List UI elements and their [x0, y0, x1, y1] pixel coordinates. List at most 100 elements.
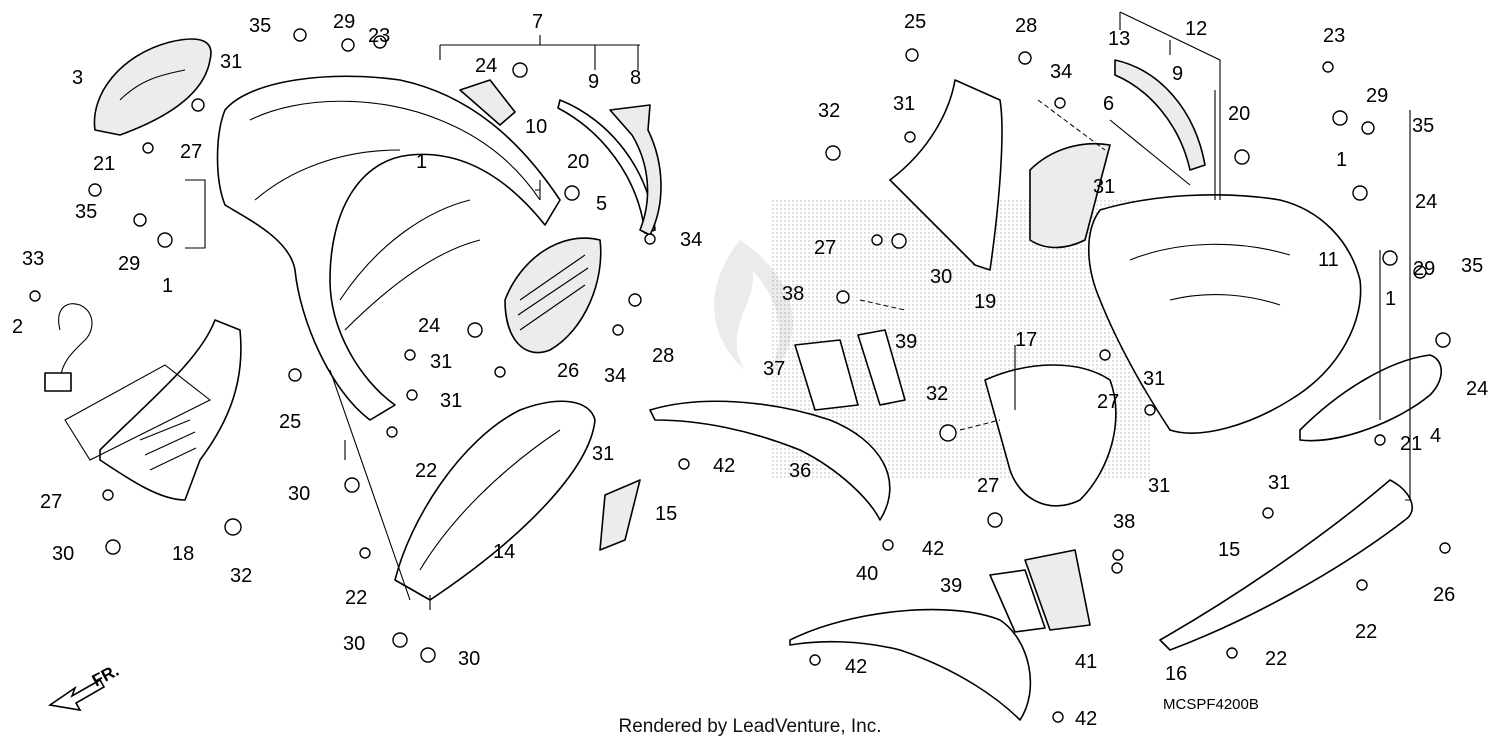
part-17-side	[984, 364, 1117, 507]
callout: 29	[333, 11, 355, 33]
callout: 35	[1461, 255, 1483, 277]
part-5-grille	[504, 237, 602, 354]
front-direction-arrow	[47, 678, 106, 712]
part-39-strip	[989, 569, 1046, 633]
callout: 31	[1148, 475, 1170, 497]
callout: 21	[1400, 433, 1422, 455]
callout: 39	[895, 331, 917, 353]
callout: 22	[1265, 648, 1287, 670]
callout: 29	[1413, 258, 1435, 280]
callout: 26	[1433, 584, 1455, 606]
part-16-lower	[1159, 479, 1413, 651]
callout: 19	[974, 291, 996, 313]
part-36-belly	[649, 400, 891, 521]
callout: 38	[782, 283, 804, 305]
callout: 30	[930, 266, 952, 288]
callout: 16	[1165, 663, 1187, 685]
callout: 39	[940, 575, 962, 597]
callout: 31	[430, 351, 452, 373]
callout: 27	[180, 141, 202, 163]
part-15a-strip	[599, 479, 641, 551]
part-37-plate	[794, 339, 859, 411]
callout: 26	[557, 360, 579, 382]
callout: 23	[368, 25, 390, 47]
callout: 5	[596, 193, 607, 215]
callout: 1	[1336, 149, 1347, 171]
callout: 32	[926, 383, 948, 405]
callout: 36	[789, 460, 811, 482]
callout: 8	[630, 67, 641, 89]
callout: 31	[893, 93, 915, 115]
callout: 37	[763, 358, 785, 380]
callout: 42	[1075, 708, 1097, 730]
callout: 9	[1172, 63, 1183, 85]
callout: 21	[93, 153, 115, 175]
callout: 31	[1143, 368, 1165, 390]
callout: 32	[230, 565, 252, 587]
callout: 9	[588, 71, 599, 93]
callout: 27	[977, 475, 999, 497]
callout: 23	[1323, 25, 1345, 47]
part-40-belly	[789, 608, 1032, 721]
callout: 24	[1466, 378, 1488, 400]
callout: 27	[40, 491, 62, 513]
callout: 1	[1385, 288, 1396, 310]
callout: 10	[525, 116, 547, 138]
part-3-cover	[93, 38, 212, 136]
callout: 35	[75, 201, 97, 223]
callout: 31	[1093, 176, 1115, 198]
callout: 31	[1268, 472, 1290, 494]
part-6-grille	[1029, 142, 1111, 249]
callout: 28	[1015, 15, 1037, 37]
callout: 38	[1113, 511, 1135, 533]
callout: 34	[604, 365, 626, 387]
callout: 1	[416, 151, 427, 173]
callout: 24	[418, 315, 440, 337]
part-19-panel	[889, 79, 1003, 271]
part-7-inner-cowl	[216, 75, 561, 421]
callout: 11	[1318, 249, 1339, 271]
leader-lines	[64, 11, 1411, 610]
callout: 24	[475, 55, 497, 77]
callout: 20	[567, 151, 589, 173]
callout: 42	[713, 455, 735, 477]
callout: 15	[1218, 539, 1240, 561]
callout: 30	[458, 648, 480, 670]
callout: 22	[1355, 621, 1377, 643]
callout: 31	[440, 390, 462, 412]
callout: 40	[856, 563, 878, 585]
callout: 20	[1228, 103, 1250, 125]
callout: 25	[279, 411, 301, 433]
part-18-side-panel	[99, 319, 242, 501]
callout: 6	[1103, 93, 1114, 115]
callout: 30	[288, 483, 310, 505]
callout: 41	[1075, 651, 1097, 673]
callout: 2	[12, 316, 23, 338]
callout: 22	[345, 587, 367, 609]
callout: 17	[1015, 329, 1037, 351]
part-39a-strip	[857, 329, 906, 406]
part-4-cover	[1299, 354, 1443, 442]
callout: 18	[172, 543, 194, 565]
callout: 42	[845, 656, 867, 678]
callout: 22	[415, 460, 437, 482]
part-10-bracket	[459, 79, 516, 126]
callout: 35	[1412, 115, 1434, 137]
callout-labels: 35 29 23 7 3 31 24 9 8 10 27 21 1 20 5 3…	[12, 11, 1488, 730]
footer-credit: Rendered by LeadVenture, Inc.	[618, 716, 882, 737]
callout: 27	[814, 237, 836, 259]
callout: 31	[220, 51, 242, 73]
callout: 24	[1415, 191, 1437, 213]
callout: 3	[72, 67, 83, 89]
callout: 7	[532, 11, 543, 33]
callout: 15	[655, 503, 677, 525]
callout: 1	[162, 275, 173, 297]
callout: 34	[1050, 61, 1072, 83]
callout: 30	[343, 633, 365, 655]
callout: 32	[818, 100, 840, 122]
fasteners	[29, 28, 1451, 723]
part-14-lower-panel	[394, 400, 596, 601]
callout: 42	[922, 538, 944, 560]
callout: 28	[652, 345, 674, 367]
